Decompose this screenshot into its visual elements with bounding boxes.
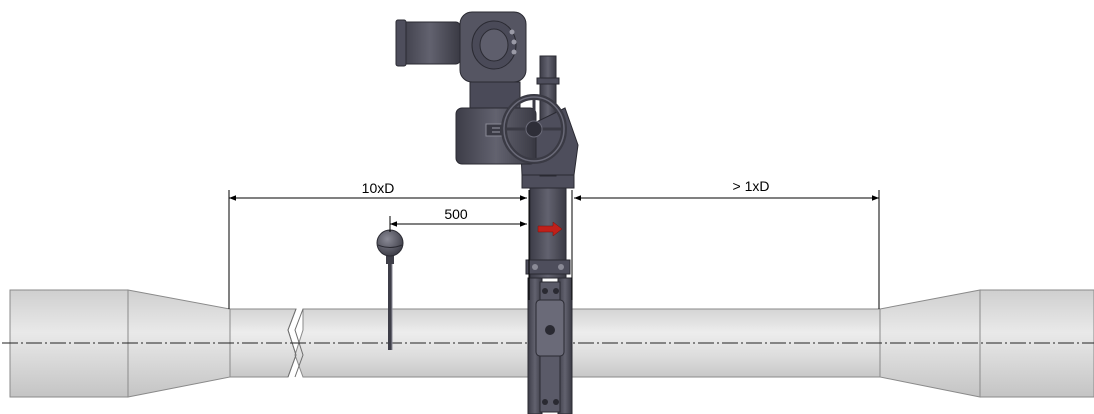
dimension-upstream: 10xD [228,180,527,309]
electric-actuator [395,11,537,165]
dimension-downstream: > 1xD [571,178,880,309]
dimension-downstream-label: > 1xD [733,178,770,194]
dimension-upstream-label: 10xD [362,180,395,196]
butterfly-valve [521,173,575,414]
dimension-sensor-offset-label: 500 [444,206,468,222]
handwheel-icon [501,94,567,164]
flow-arrow-icon [537,221,563,237]
dimension-sensor-offset: 500 [389,190,530,300]
